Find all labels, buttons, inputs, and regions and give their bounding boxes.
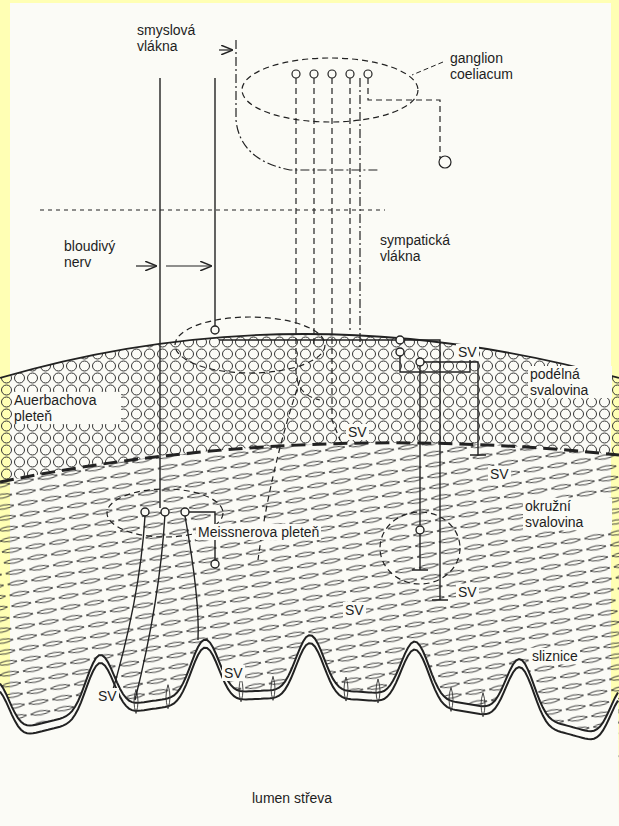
pointer-arrow [136,265,156,266]
mucosa-ground [0,635,619,826]
gland-stroke [239,678,243,702]
plexus-outline [380,512,460,584]
callout-label: SV [456,584,479,600]
vagus-nerve [135,78,215,700]
pointer-arrow [218,49,232,50]
callout-label: SV [343,602,366,618]
ganglion-outline [242,58,418,122]
fibre-label: smyslová vlákna [135,22,219,54]
callout-label: SV [346,424,369,440]
ganglion-cells [292,70,372,78]
dotted-fibre [40,209,385,210]
gland-stroke [271,676,275,700]
sympathetic-fibre [359,78,360,350]
callout-label: SV [222,665,245,681]
leader-line [412,62,443,75]
layer-boundary [0,443,619,482]
plexus-neurons [211,326,486,600]
nerve-cell [439,156,451,168]
lumen-label: lumen střeva [250,790,334,806]
gland-stroke [166,685,170,709]
ganglion-label: ganglion coeliacum [448,50,562,82]
plexus-label: Auerbachova pleteň [12,392,121,424]
sensory-fibre [236,40,380,170]
callout-label: SV [456,344,479,360]
mucosa-line [0,635,618,731]
plexus-label: Meissnerova pleteň [196,524,321,540]
layer-label: okružní svalovina [523,498,612,530]
gland-stroke [481,693,485,717]
callout-label: SV [488,466,511,482]
layer-label: sliznice [530,648,580,664]
gland-stroke [449,687,453,711]
gland-stroke [344,677,348,701]
gland-stroke [376,679,380,703]
callout-label: SV [96,688,119,704]
pointer-arrow [166,265,211,266]
mucosa-glands [134,676,485,716]
serosa-line [0,334,619,378]
mucosa-line [0,643,618,739]
layer-label: podélná svalovina [528,366,612,398]
nerve-label: bloudivý nerv [62,238,136,270]
fibre-label: sympatická vlákna [378,232,477,264]
sympathetic-fibres [258,78,440,560]
plexus-outline [175,317,325,373]
